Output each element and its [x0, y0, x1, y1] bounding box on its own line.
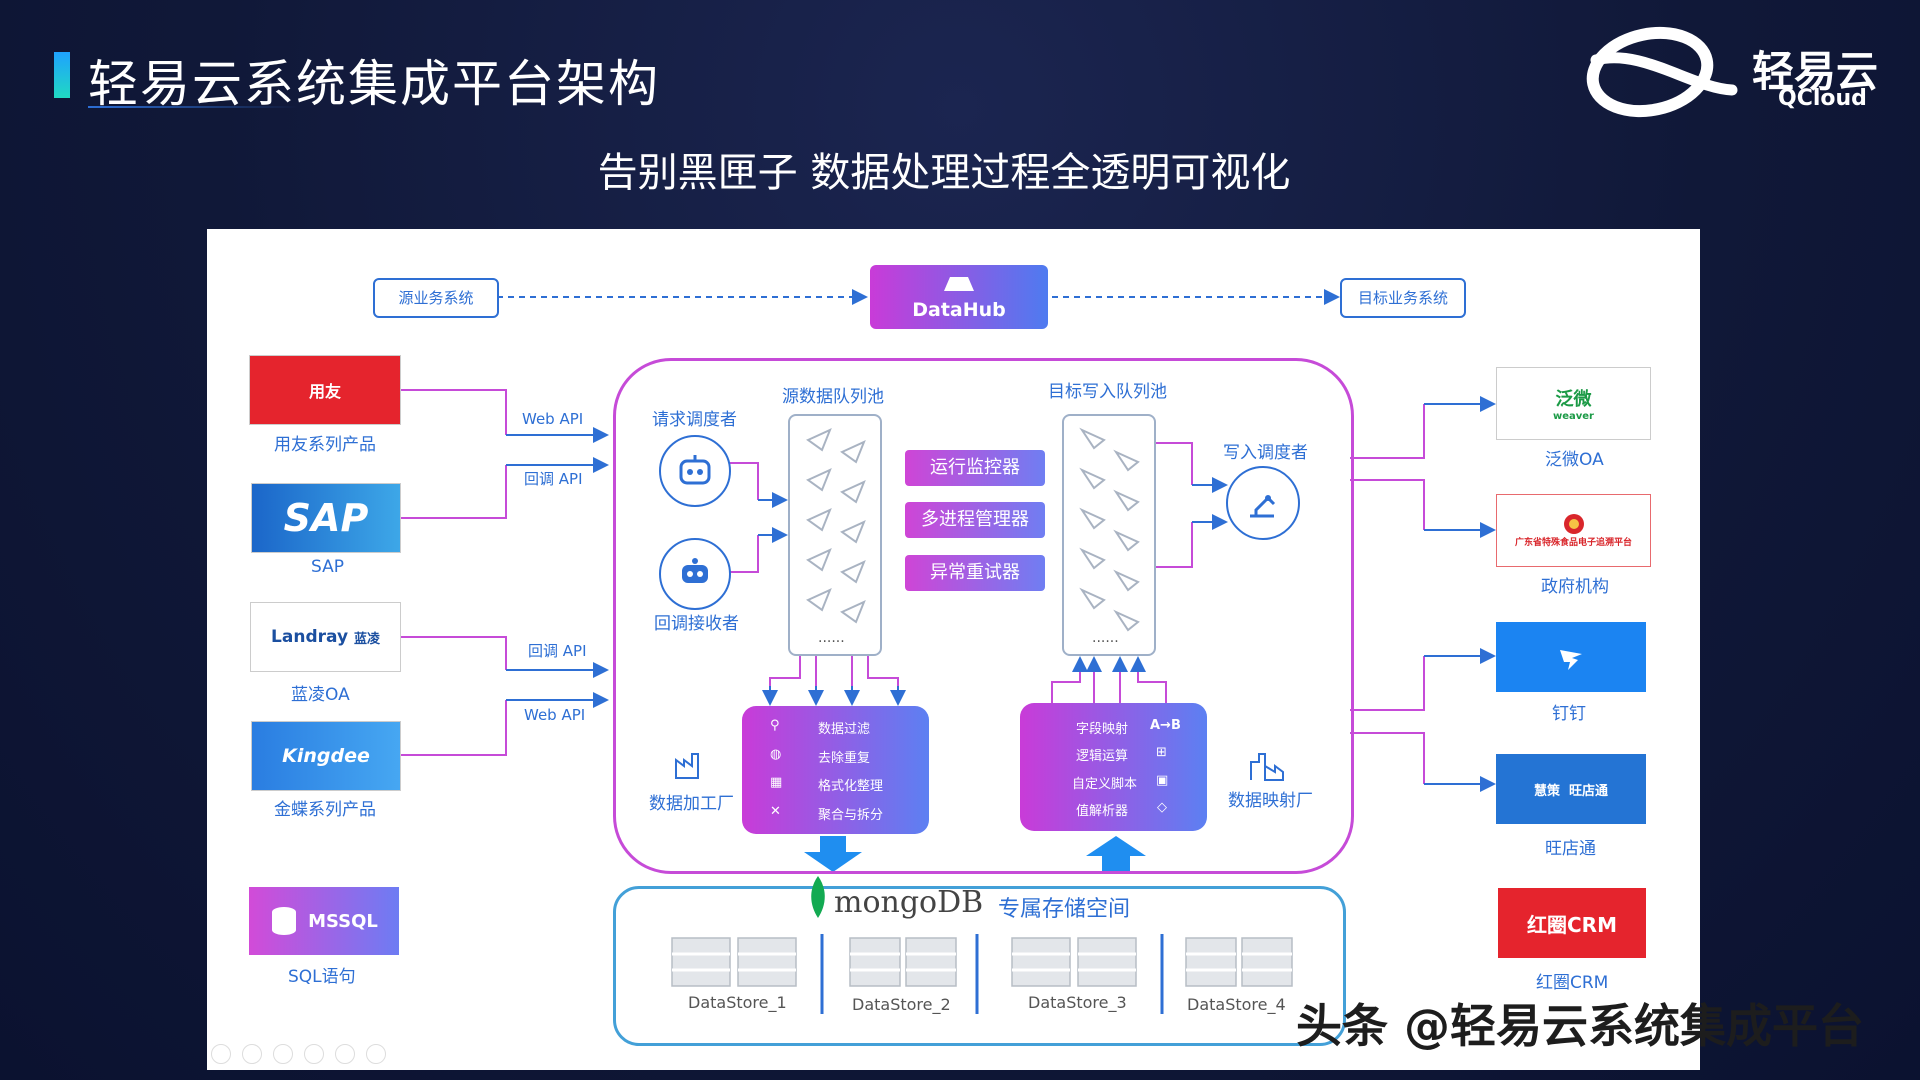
yonyou-caption: 用友系列产品 [274, 435, 376, 455]
kingdee-logo: Kingdee [251, 721, 401, 791]
database-icon [272, 907, 297, 935]
run-monitor-pill: 运行监控器 [905, 450, 1045, 486]
prev-icon[interactable] [211, 1044, 231, 1064]
storage-title: 专属存储空间 [998, 897, 1131, 922]
process-factory-box: ⚲ 数据过滤 ◍ 去除重复 ▦ 格式化整理 ✕ 聚合与拆分 [742, 706, 929, 834]
logo-text-en: QCloud [1778, 86, 1867, 111]
paper-plane-icons [1079, 427, 1140, 632]
mssql-logo: MSSQL [249, 887, 399, 955]
callback-receiver-label: 回调接收者 [654, 614, 739, 634]
dedupe-item: 去除重复 [818, 751, 871, 766]
process-factory-label: 数据加工厂 [649, 794, 734, 814]
title-accent-bar [54, 52, 70, 98]
queue-dots: ...... [818, 630, 845, 646]
hub-icon [944, 277, 974, 291]
datastore-4-label: DataStore_4 [1187, 995, 1286, 1014]
field-map-item: 字段映射 [1076, 722, 1129, 737]
dingtalk-icon [1560, 650, 1582, 670]
slide-toolbar [211, 1044, 411, 1066]
mapping-factory-label: 数据映射厂 [1228, 791, 1313, 811]
gov-logo: 广东省特殊食品电子追溯平台 [1496, 494, 1651, 567]
queue-dots: ...... [1092, 630, 1119, 646]
integration-core-border [613, 358, 1354, 874]
request-scheduler-label: 请求调度者 [652, 410, 737, 430]
value-parser-item: 值解析器 [1076, 804, 1129, 819]
merge-split-icon: ✕ [770, 804, 781, 819]
source-data-queue-pool: ...... [788, 414, 882, 656]
mssql-caption: SQL语句 [288, 967, 356, 987]
dingtalk-logo [1496, 622, 1646, 692]
target-write-queue-pool: ...... [1062, 414, 1156, 656]
page-subtitle: 告别黑匣子 数据处理过程全透明可视化 [597, 150, 1291, 196]
mapping-factory-icon [1250, 753, 1284, 781]
api-label-1: Web API [522, 410, 584, 428]
logic-item: 逻辑运算 [1076, 749, 1129, 764]
source-system-box: 源业务系统 [373, 278, 499, 318]
callback-receiver-node [659, 538, 731, 610]
write-scheduler-label: 写入调度者 [1223, 443, 1308, 463]
diamond-icon: ◇ [1157, 800, 1167, 815]
wangdiantong-caption: 旺店通 [1545, 839, 1596, 859]
qcloud-logo-icon [1586, 26, 1738, 118]
paper-plane-icons [806, 428, 866, 624]
mongodb-brand: mongoDB [834, 885, 984, 920]
dedupe-icon: ◍ [770, 747, 782, 762]
request-scheduler-node [659, 435, 731, 507]
bot-icon [682, 558, 708, 583]
sap-logo: SAP [251, 483, 401, 553]
pen-icon[interactable] [273, 1044, 294, 1064]
write-scheduler-node [1226, 466, 1300, 540]
api-label-2: 回调 API [524, 470, 583, 488]
target-system-box: 目标业务系统 [1340, 278, 1466, 318]
datastore-servers [671, 934, 1293, 1014]
datastore-1-label: DataStore_1 [688, 993, 787, 1012]
weaver-caption: 泛微OA [1545, 450, 1604, 470]
yonyou-logo: 用友 [249, 355, 401, 425]
api-label-4: Web API [524, 706, 586, 724]
watermark-text: 头条 @轻易云系统集成平台 [1296, 999, 1865, 1053]
filter-icon: ⚲ [770, 718, 780, 733]
hongquan-logo: 红圈CRM [1498, 888, 1646, 958]
filter-item: 数据过滤 [818, 722, 871, 737]
weaver-logo: 泛微 weaver [1496, 367, 1651, 440]
merge-split-item: 聚合与拆分 [818, 808, 884, 823]
landray-caption: 蓝凌OA [291, 685, 350, 705]
kingdee-caption: 金蝶系列产品 [274, 800, 376, 820]
multiprocess-manager-pill: 多进程管理器 [905, 502, 1045, 538]
source-queue-title: 源数据队列池 [782, 387, 884, 407]
mongodb-leaf-icon [811, 876, 825, 918]
page-title: 轻易云系统集成平台架构 [88, 55, 660, 113]
mapping-factory-box: 字段映射 A→B 逻辑运算 ⊞ 自定义脚本 ▣ 值解析器 ◇ [1020, 703, 1207, 831]
datahub-box: DataHub [870, 265, 1048, 329]
factory-icon [675, 753, 699, 779]
target-queue-title: 目标写入队列池 [1048, 382, 1167, 402]
datastore-2-label: DataStore_2 [852, 995, 951, 1014]
datahub-label: DataHub [912, 299, 1006, 321]
dingtalk-caption: 钉钉 [1552, 704, 1586, 724]
pages-icon[interactable] [304, 1044, 325, 1064]
exception-retry-pill: 异常重试器 [905, 555, 1045, 591]
zoom-icon[interactable] [335, 1044, 356, 1064]
datastore-3-label: DataStore_3 [1028, 993, 1127, 1012]
api-label-3: 回调 API [528, 642, 587, 660]
more-icon[interactable] [366, 1044, 387, 1064]
script-icon: ▣ [1156, 773, 1169, 788]
logo-text-cn: 轻易云 [1752, 47, 1879, 96]
wangdiantong-logo: 慧策 旺店通 [1496, 754, 1646, 824]
hongquan-caption: 红圈CRM [1536, 973, 1609, 993]
emblem-icon [1563, 514, 1584, 534]
sap-caption: SAP [311, 557, 344, 577]
format-icon: ▦ [770, 775, 783, 790]
robot-icon [679, 455, 711, 485]
logic-icon: ⊞ [1156, 745, 1167, 760]
script-item: 自定义脚本 [1072, 777, 1138, 792]
gov-caption: 政府机构 [1541, 577, 1609, 597]
next-icon[interactable] [242, 1044, 263, 1064]
landray-logo: Landray 蓝凌 [250, 602, 401, 672]
title-underline [88, 106, 298, 108]
format-item: 格式化整理 [818, 779, 884, 794]
robot-arm-icon [1250, 495, 1276, 518]
field-map-badge: A→B [1150, 718, 1181, 733]
